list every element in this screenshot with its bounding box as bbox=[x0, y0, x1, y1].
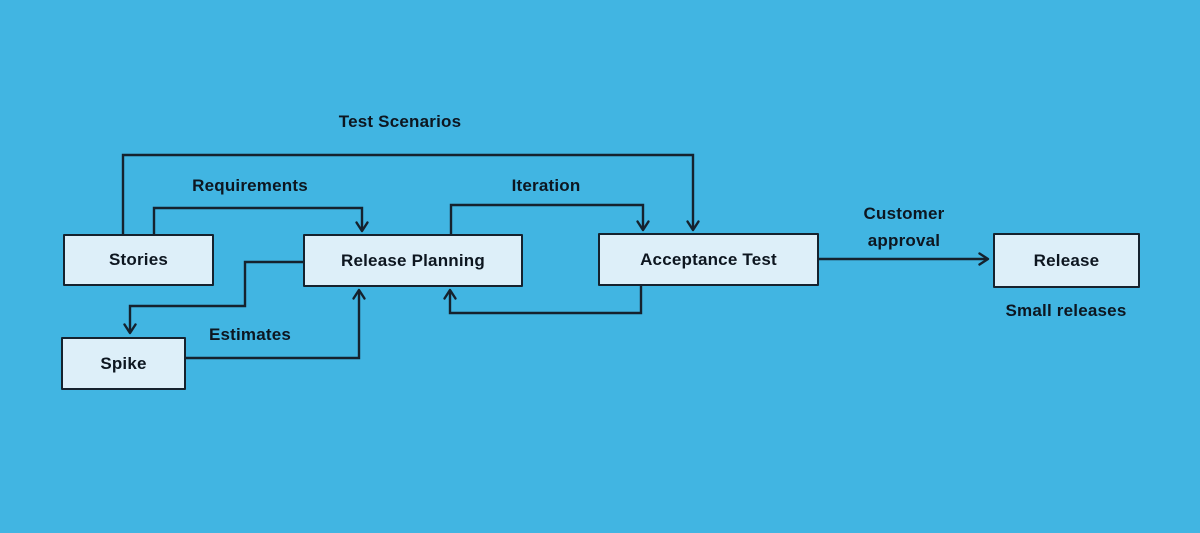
node-release-planning: Release Planning bbox=[303, 234, 523, 287]
node-release-label: Release bbox=[1033, 250, 1100, 270]
edge-planning-to-spike-line bbox=[123, 260, 303, 335]
edge-label-estimates: Estimates bbox=[208, 325, 292, 344]
edge-label-test-scenarios: Test Scenarios bbox=[338, 112, 462, 131]
edge-label-requirements: Requirements bbox=[192, 176, 308, 195]
edge-iteration-line bbox=[449, 203, 650, 234]
node-release: Release bbox=[993, 233, 1140, 288]
node-acceptance-test: Acceptance Test bbox=[598, 233, 819, 286]
edge-label-iteration: Iteration bbox=[511, 176, 581, 195]
edge-test-scenarios-line bbox=[121, 153, 700, 234]
edge-estimates-line bbox=[186, 288, 366, 360]
node-spike: Spike bbox=[61, 337, 186, 390]
annotation-small-releases: Small releases bbox=[1005, 301, 1127, 320]
edge-label-customer-approval: Customer approval bbox=[863, 204, 945, 250]
node-stories: Stories bbox=[63, 234, 214, 286]
node-release-planning-label: Release Planning bbox=[341, 250, 485, 270]
node-stories-label: Stories bbox=[108, 250, 169, 269]
node-spike-label: Spike bbox=[100, 353, 147, 373]
edge-requirements-line bbox=[152, 206, 369, 234]
edge-acceptance-return-line bbox=[443, 286, 643, 315]
node-acceptance-test-label: Acceptance Test bbox=[640, 249, 777, 269]
